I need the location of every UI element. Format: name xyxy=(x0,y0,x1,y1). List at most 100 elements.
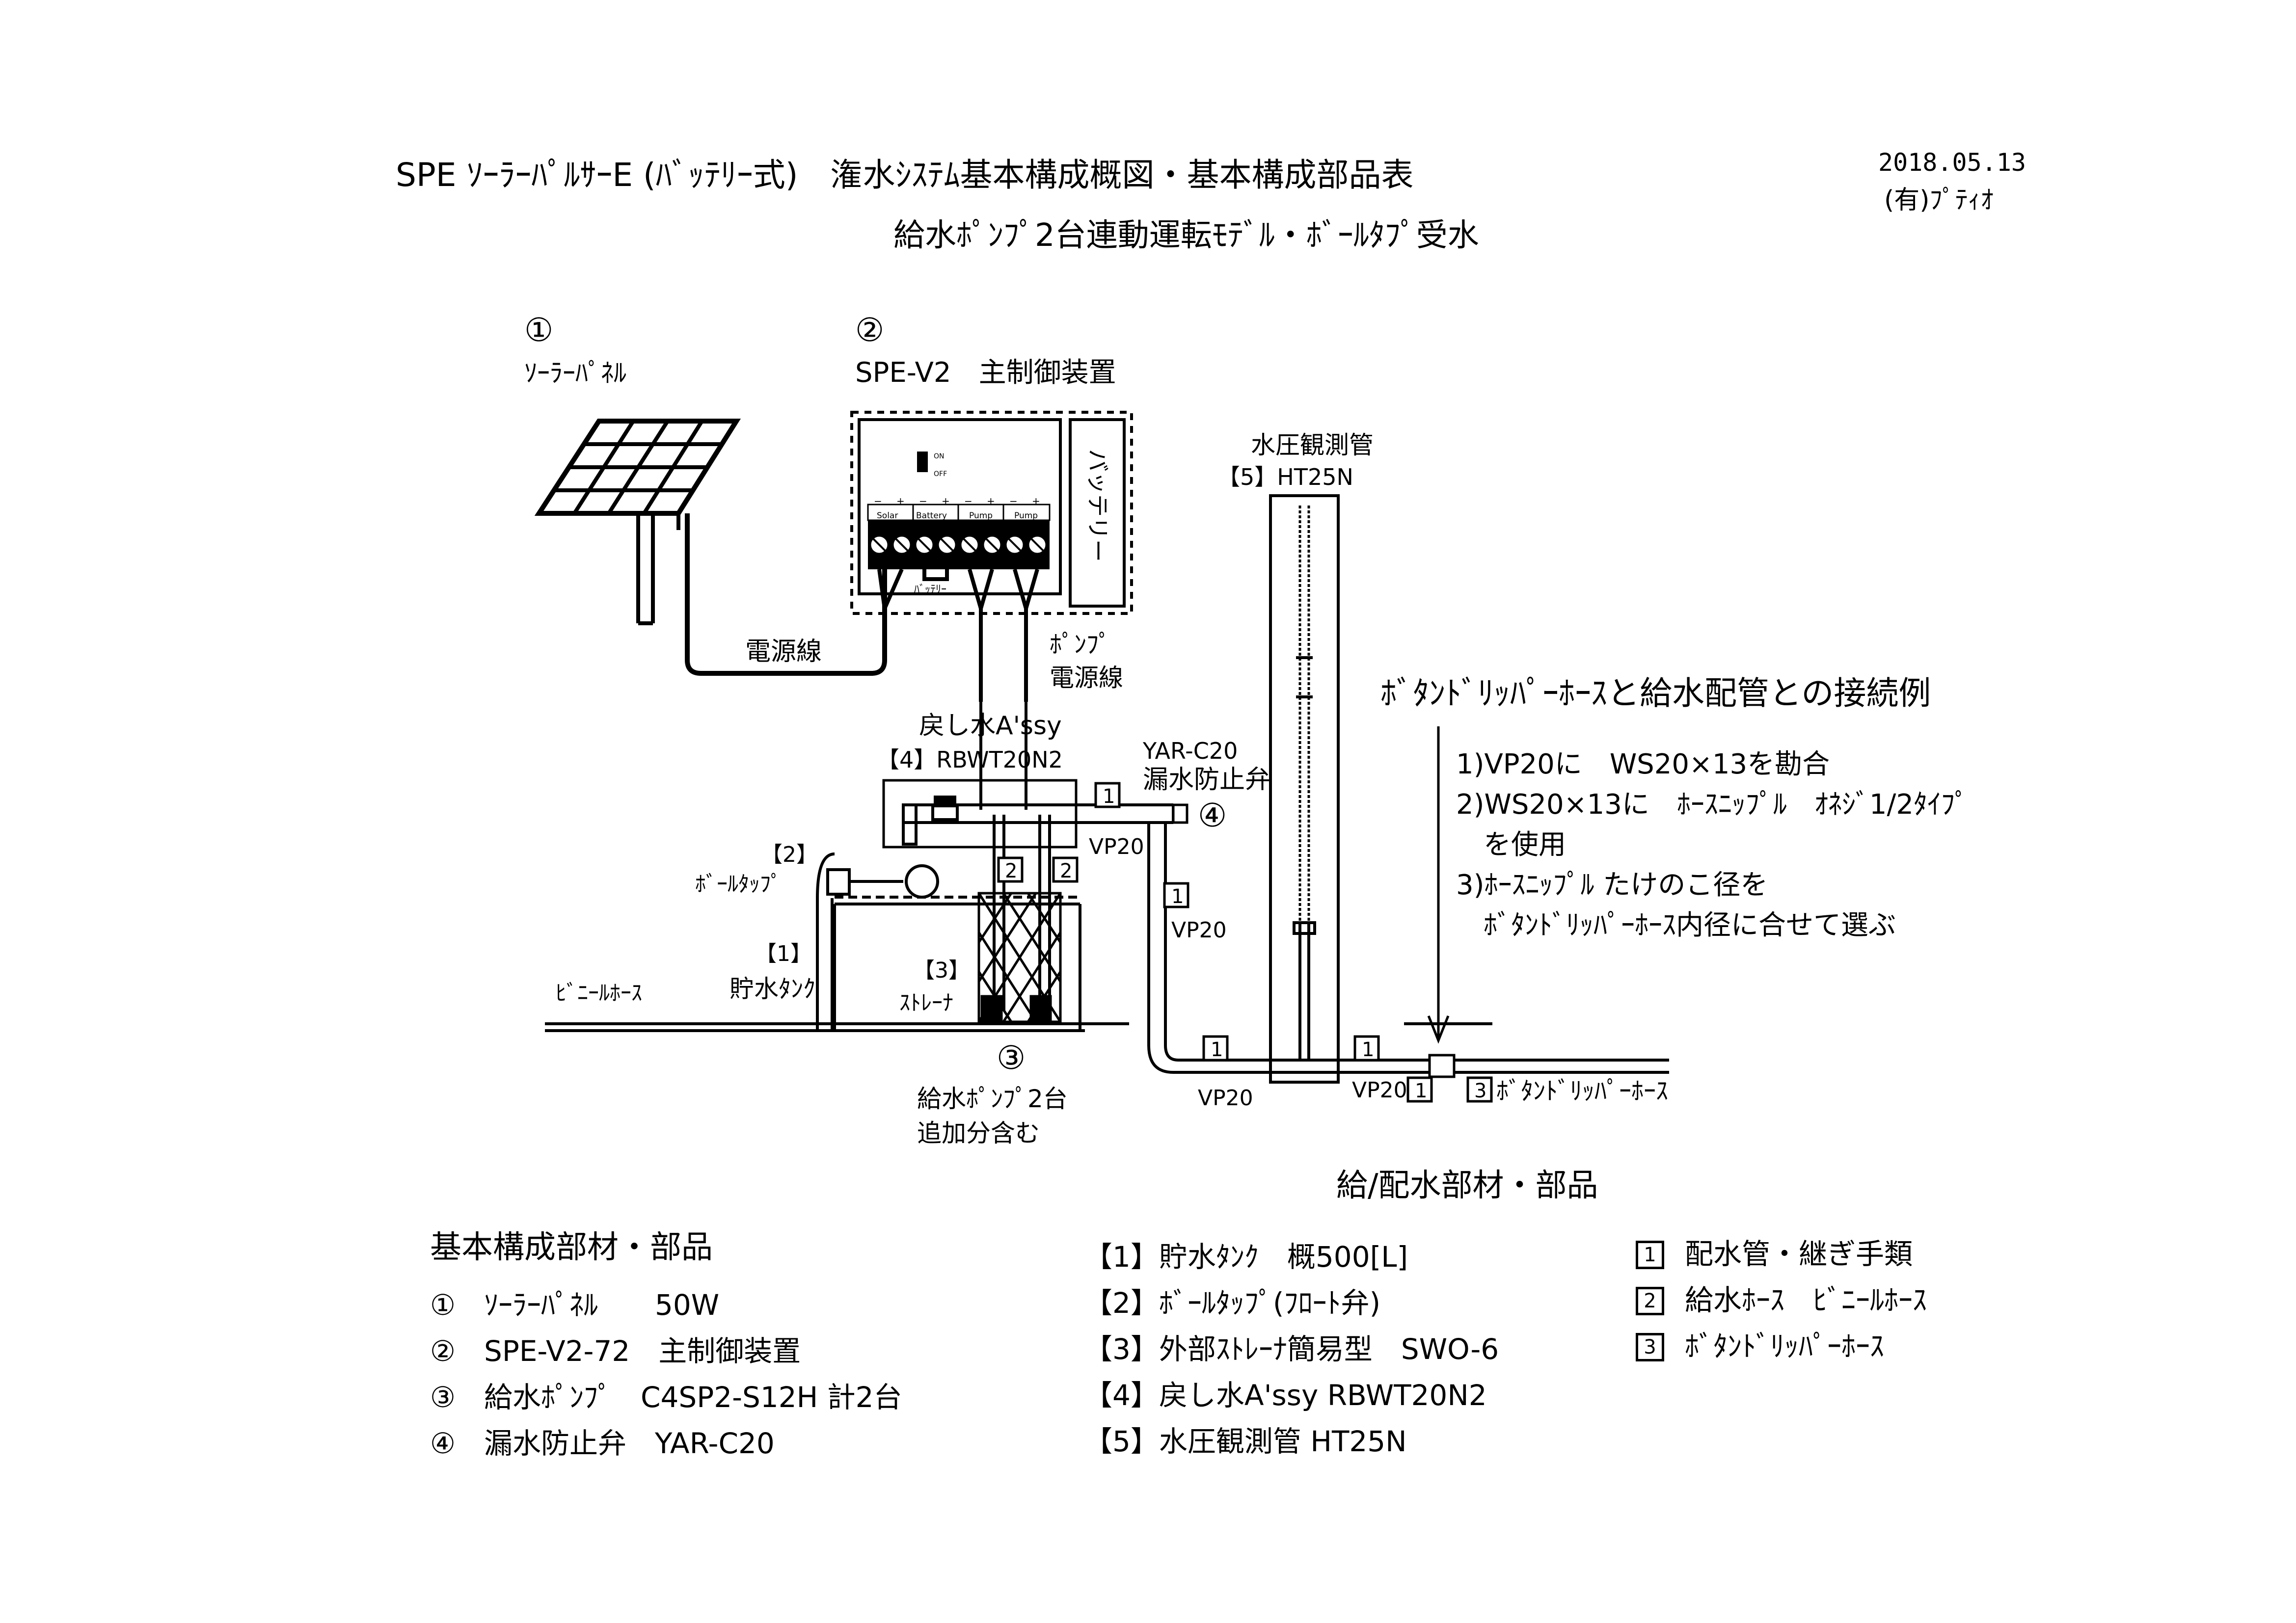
date: 2018.05.13 xyxy=(1878,148,2026,177)
supply-part-1: 【1】貯水ﾀﾝｸ 概500[L] xyxy=(1084,1240,1408,1274)
label-terminal-pump-1: Pump xyxy=(969,511,993,521)
label-dripper-hose: ﾎﾞﾀﾝﾄﾞﾘｯﾊﾟｰﾎｰｽ xyxy=(1496,1077,1668,1105)
label-battery-wire: ﾊﾞｯﾃﾘｰ xyxy=(914,584,946,596)
label-vinyl-hose: ﾋﾞﾆｰﾙﾎｰｽ xyxy=(556,981,642,1006)
label-leak-valve-2: 漏水防止弁 xyxy=(1143,765,1270,795)
connection-step-3b: ﾎﾞﾀﾝﾄﾞﾘｯﾊﾟｰﾎｰｽ内径に合せて選ぶ xyxy=(1456,909,1896,941)
basic-part-3: ③ 給水ﾎﾟﾝﾌﾟ C4SP2-S12H 計2台 xyxy=(430,1381,902,1414)
leak-valve-icon xyxy=(1172,803,1189,824)
controller-box xyxy=(858,418,1062,595)
label-vp20-2: VP20 xyxy=(1171,918,1227,943)
label-terminal-minus-4: − xyxy=(1009,495,1018,507)
supply-part-4: 【4】戻し水A'ssy RBWT20N2 xyxy=(1084,1379,1487,1412)
label-controller: SPE-V2 主制御装置 xyxy=(855,357,1116,389)
legend-text-3: ﾎﾞﾀﾝﾄﾞﾘｯﾊﾟｰﾎｰｽ xyxy=(1685,1330,1885,1363)
label-terminal-minus-2: − xyxy=(919,495,927,507)
label-tank-2: 貯水ﾀﾝｸ xyxy=(729,975,815,1003)
page-title: SPE ｿｰﾗｰﾊﾟﾙｻｰE (ﾊﾞｯﾃﾘｰ式) 潅水ｼｽﾃﾑ基本構成概図・基本… xyxy=(396,156,1414,194)
label-strainer-2: ｽﾄﾚｰﾅ xyxy=(899,990,953,1015)
label-pressure-tube-2: 【5】HT25N xyxy=(1217,464,1353,490)
label-terminal-plus-2: + xyxy=(942,495,950,507)
legend-text-2: 給水ﾎｰｽ ﾋﾞﾆｰﾙﾎｰｽ xyxy=(1685,1283,1927,1317)
label-c4: ④ xyxy=(1198,797,1227,834)
power-line xyxy=(685,513,887,676)
label-return-water-2: 【4】RBWT20N2 xyxy=(877,746,1063,773)
legend-box-1-c xyxy=(1202,1035,1229,1062)
legend-box-1-a xyxy=(1094,782,1121,808)
power-switch[interactable] xyxy=(917,452,928,472)
balltap-icon xyxy=(816,852,939,1031)
label-c1: ① xyxy=(524,311,553,349)
legend-box-1-b-num: 1 xyxy=(1171,885,1184,908)
basic-part-2: ② SPE-V2-72 主制御装置 xyxy=(430,1334,801,1368)
label-c3: ③ xyxy=(997,1039,1026,1077)
label-solar-panel: ｿｰﾗｰﾊﾟﾈﾙ xyxy=(524,359,626,388)
label-terminal-plus-1: + xyxy=(896,495,905,507)
basic-part-4: ④ 漏水防止弁 YAR-C20 xyxy=(430,1427,775,1460)
legend-box-1-a-num: 1 xyxy=(1103,785,1115,808)
connection-step-1: 1)VP20に WS20×13を勘合 xyxy=(1456,748,1830,780)
label-terminal-pump-2: Pump xyxy=(1014,511,1038,521)
legend-num-3: 3 xyxy=(1636,1333,1664,1361)
connection-step-2b: を使用 xyxy=(1456,829,1566,861)
battery-box xyxy=(1069,418,1126,608)
label-vp20-3: VP20 xyxy=(1198,1086,1253,1111)
connection-title: ﾎﾞﾀﾝﾄﾞﾘｯﾊﾟｰﾎｰｽと給水配管との接続例 xyxy=(1380,674,1931,712)
supply-pipe xyxy=(1147,823,1669,1074)
connection-step-3: 3)ﾎｰｽﾆｯﾌﾟﾙ たけのこ径を xyxy=(1456,869,1768,901)
label-pump-note-1: 給水ﾎﾟﾝﾌﾟ2台 xyxy=(917,1085,1068,1113)
page-subtitle: 給水ﾎﾟﾝﾌﾟ2台連動運転ﾓﾃﾞﾙ・ﾎﾞｰﾙﾀﾌﾟ受水 xyxy=(893,217,1479,254)
label-terminal-minus-3: − xyxy=(964,495,972,507)
supply-part-5: 【5】水圧観測管 HT25N xyxy=(1084,1425,1407,1458)
legend-text-1: 配水管・継ぎ手類 xyxy=(1685,1237,1913,1271)
label-vp20-1: VP20 xyxy=(1089,834,1144,859)
label-switch-off: OFF xyxy=(934,470,947,478)
supply-part-2: 【2】ﾎﾞｰﾙﾀｯﾌﾟ(ﾌﾛｰﾄ弁) xyxy=(1084,1286,1381,1320)
label-terminal-plus-4: + xyxy=(1032,495,1040,507)
legend-box-1-d xyxy=(1353,1035,1380,1062)
supply-part-3: 【3】外部ｽﾄﾚｰﾅ簡易型 SWO-6 xyxy=(1084,1332,1499,1366)
company-name: (有)ﾌﾟﾃｨｵ xyxy=(1884,186,1994,215)
label-vp20-4: VP20 xyxy=(1352,1078,1407,1103)
label-pump-power-1: ﾎﾟﾝﾌﾟ xyxy=(1050,630,1111,659)
return-water-pipe xyxy=(902,796,1175,846)
legend-box-1-e xyxy=(1406,1076,1433,1103)
terminal-wires xyxy=(877,568,1039,702)
label-terminal-solar: Solar xyxy=(877,511,898,521)
legend-box-3-a xyxy=(1466,1076,1493,1103)
pressure-tube xyxy=(1269,494,1340,1084)
label-leak-valve-1: YAR-C20 xyxy=(1142,738,1238,764)
supply-parts-title: 給/配水部材・部品 xyxy=(1336,1168,1598,1204)
label-tank-1: 【1】 xyxy=(755,941,812,966)
label-battery-box: バッテリー xyxy=(1084,449,1111,562)
controller-outline xyxy=(850,411,1133,615)
legend-num-2: 2 xyxy=(1636,1287,1664,1315)
basic-part-1: ① ｿｰﾗｰﾊﾟﾈﾙ 50W xyxy=(430,1288,720,1322)
label-terminal-battery: Battery xyxy=(916,511,947,521)
label-c2: ② xyxy=(855,311,884,349)
legend-box-1-e-num: 1 xyxy=(1415,1080,1427,1102)
label-switch-on: ON xyxy=(934,452,945,460)
legend-box-1-d-num: 1 xyxy=(1362,1038,1374,1061)
basic-parts-title: 基本構成部材・部品 xyxy=(430,1229,713,1266)
legend-box-2-b-num: 2 xyxy=(1060,860,1072,882)
label-return-water-1: 戻し水A'ssy xyxy=(919,711,1062,741)
label-terminal-minus-1: − xyxy=(874,495,882,507)
legend-box-2-b xyxy=(1052,856,1079,883)
legend-box-2-a-num: 2 xyxy=(1005,860,1017,882)
label-balltap-1: 【2】 xyxy=(761,842,818,867)
label-terminal-plus-3: + xyxy=(987,495,995,507)
ground-line xyxy=(545,1022,1492,1032)
legend-box-2-a xyxy=(997,856,1024,883)
label-pump-power-2: 電源線 xyxy=(1050,664,1123,692)
label-strainer-1: 【3】 xyxy=(913,958,970,983)
legend-box-1-c-num: 1 xyxy=(1211,1038,1223,1061)
terminal-block xyxy=(868,520,1050,569)
label-balltap-2: ﾎﾞｰﾙﾀｯﾌﾟ xyxy=(695,872,782,897)
connection-step-2: 2)WS20×13に ﾎｰｽﾆｯﾌﾟﾙ ｵﾈｼﾞ1/2ﾀｲﾌﾟ xyxy=(1456,789,1969,821)
strainer-icon xyxy=(977,892,1062,1023)
label-pressure-tube-1: 水圧観測管 xyxy=(1251,431,1374,459)
label-pump-note-2: 追加分含む xyxy=(917,1119,1040,1147)
label-power-line: 電源線 xyxy=(745,637,822,666)
